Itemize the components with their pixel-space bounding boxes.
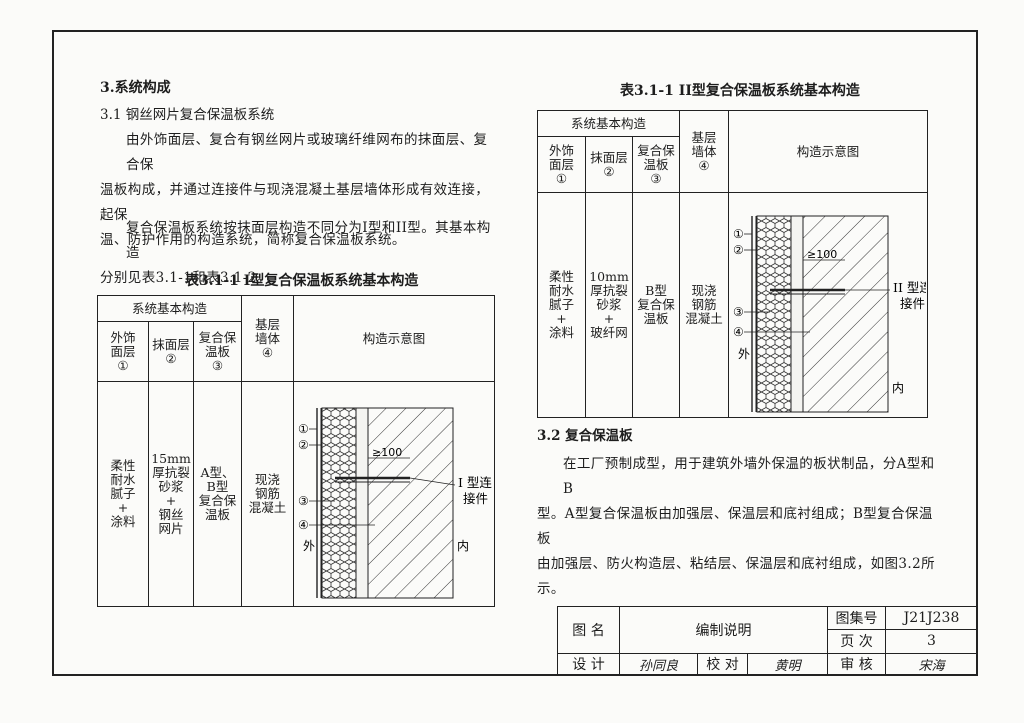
- cell-board-value: A型、B型复合保温板: [193, 381, 242, 607]
- cell-board-value: B型复合保温板: [632, 192, 680, 418]
- cell-wall-value: 现浇钢筋混凝土: [679, 192, 729, 418]
- para1-line: 由外饰面层、复合有钢丝网片或玻璃纤维网布的抹面层、复合保: [126, 132, 488, 173]
- col-header-diagram: 构造示意图: [728, 110, 928, 193]
- paragraph-1: 由外饰面层、复合有钢丝网片或玻璃纤维网布的抹面层、复合保 温板构成，并通过连接件…: [100, 128, 500, 253]
- atlas-number: J21J238: [885, 605, 978, 631]
- connector-label-1: II 型连: [893, 280, 926, 295]
- marker-4: ④: [298, 518, 309, 532]
- para2-line: 复合保温板系统按抹面层构造不同分为I型和II型。其基本构造: [126, 220, 491, 261]
- liner-layer: [790, 215, 804, 413]
- review-label: 审 核: [827, 652, 886, 677]
- marker-3: ③: [298, 494, 309, 508]
- dim-label: ≥100: [807, 248, 837, 261]
- atlas-label: 图集号: [827, 605, 886, 631]
- para-line: 在工厂预制成型，用于建筑外墙外保温的板状制品，分A型和B: [563, 456, 935, 497]
- insulation-board: [756, 215, 792, 413]
- subsection-3-2-title: 3.2 复合保温板: [537, 428, 633, 444]
- marker-4: ④: [733, 325, 744, 339]
- paragraph-3-2: 在工厂预制成型，用于建筑外墙外保温的板状制品，分A型和B 型。A型复合保温板由加…: [537, 452, 937, 602]
- para2-line: 分别见表3.1-1和表3.1-2。: [100, 270, 271, 286]
- table-caption-left: 表3.1-1 I型复合保温板系统基本构造: [185, 273, 419, 289]
- marker-2: ②: [298, 438, 309, 452]
- inside-label: 内: [457, 539, 469, 553]
- concrete-wall: [367, 407, 454, 599]
- paragraph-2: 复合保温板系统按抹面层构造不同分为I型和II型。其基本构造 分别见表3.1-1和…: [100, 216, 500, 291]
- para1-line: 温、防护作用的构造系统，简称复合保温板系统。: [100, 232, 406, 248]
- drawing-name-label: 图 名: [557, 606, 620, 654]
- page-number: 3: [885, 629, 978, 654]
- page-label: 页 次: [827, 629, 886, 654]
- marker-3: ③: [733, 305, 744, 319]
- outside-label: 外: [738, 347, 750, 361]
- diagram-right: ≥100 II 型连 接件 ① ② ③ ④ 外 内: [733, 215, 926, 413]
- check-signature: 黄明: [747, 652, 828, 677]
- drawing-frame: [52, 30, 978, 676]
- connector-leader: [409, 477, 456, 486]
- group-header: 系统基本构造: [97, 295, 242, 322]
- outside-label: 外: [303, 539, 315, 553]
- connector-label-2: 接件: [900, 296, 925, 311]
- connector-label-2: 接件: [463, 491, 488, 506]
- title-block: 图 名 编制说明 图集号 J21J238 页 次 3 设 计 孙同良 校 对 黄…: [557, 605, 978, 677]
- review-signature: 宋海: [885, 652, 978, 677]
- cell-wall-value: 现浇钢筋混凝土: [241, 381, 294, 607]
- marker-1: ①: [298, 422, 309, 436]
- marker-2: ②: [733, 243, 744, 257]
- marker-1: ①: [733, 227, 744, 241]
- para-line: 型。A型复合保温板由加强层、保温层和底衬组成；B型复合保温板: [537, 506, 933, 547]
- design-label: 设 计: [557, 652, 620, 677]
- insulation-board: [321, 407, 357, 599]
- connector-label-1: I 型连: [458, 475, 492, 490]
- design-signature: 孙同良: [619, 652, 698, 677]
- section-title: 3.系统构成: [100, 80, 171, 96]
- drawing-name: 编制说明: [619, 606, 828, 654]
- check-label: 校 对: [697, 652, 748, 677]
- group-header: 系统基本构造: [537, 110, 680, 137]
- dim-label: ≥100: [372, 446, 402, 459]
- inside-label: 内: [892, 381, 904, 395]
- para-line: 由加强层、防火构造层、粘结层、保温层和底衬组成，如图3.2所示。: [537, 556, 935, 597]
- subsection-title: 3.1 钢丝网片复合保温板系统: [100, 107, 275, 123]
- liner-layer: [355, 407, 369, 599]
- table-caption-right: 表3.1-1 II型复合保温板系统基本构造: [620, 83, 860, 99]
- cell-finish-value: 柔性耐水腻子+涂料: [97, 381, 149, 607]
- diagram-left: ≥100 I 型连 接件 ① ② ③ ④ 外 内: [298, 407, 492, 599]
- col-header-diagram: 构造示意图: [293, 295, 495, 382]
- para1-line: 温板构成，并通过连接件与现浇混凝土基层墙体形成有效连接，起保: [100, 182, 490, 223]
- cell-finish-value: 柔性耐水腻子+涂料: [537, 192, 586, 418]
- concrete-wall: [802, 215, 889, 413]
